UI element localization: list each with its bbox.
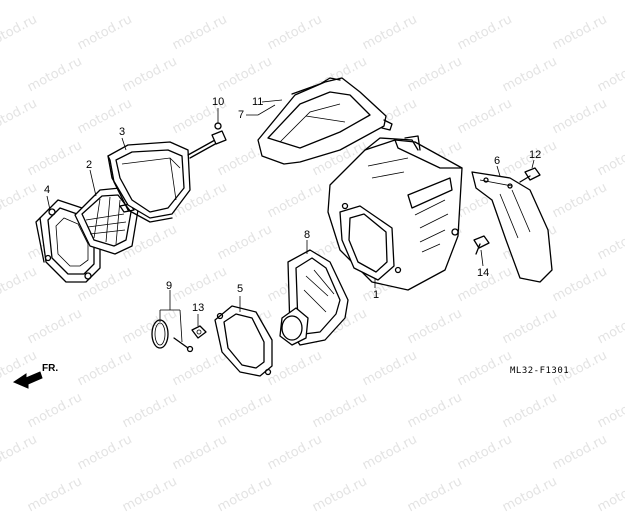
watermark-text: motod.ru [595,474,625,515]
callout-4: 4 [44,184,51,196]
callout-1: 1 [373,289,380,301]
callout-10: 10 [212,96,225,108]
diagram-code: ML32-F1301 [510,366,570,376]
leader-lines [46,99,535,343]
watermark-text: motod.ru [120,474,180,515]
part-5-gasket [214,305,273,377]
part-6-splash-guard [471,171,553,283]
front-arrow-label: FR. [42,363,59,374]
part-9-clamp-band [151,319,194,353]
callout-13: 13 [192,302,205,314]
exploded-view-drawing [12,77,553,389]
part-7-inlet-duct [257,77,393,165]
callout-8: 8 [304,229,311,241]
front-arrow-icon [12,371,43,389]
callout-2: 2 [86,159,93,171]
callout-14: 14 [477,267,490,279]
callout-11: 11 [252,96,264,108]
callout-7: 7 [238,109,245,121]
callout-5: 5 [237,283,244,295]
callout-9: 9 [166,280,173,292]
watermark-text: motod.ru [500,474,560,515]
part-10-bolt [187,122,227,159]
part-1-air-cleaner-case [327,135,463,291]
part-14-screw [473,235,490,255]
watermark-text: motod.ru [215,474,275,515]
watermark-text: motod.ru [405,474,465,515]
parts-diagram: motod.ru motod.ru motod.ru motod.ru motod.ru… [0,12,625,515]
part-3-filter-frame [107,141,191,223]
part-8-connecting-tube [279,249,349,346]
part-13-nut [191,325,207,339]
callout-12: 12 [529,149,542,161]
callout-3: 3 [119,126,126,138]
watermark-text: motod.ru [310,474,370,515]
part-12-screw [519,167,541,183]
callout-6: 6 [494,155,501,167]
watermark-text: motod.ru [25,474,85,515]
part-2-filter-element [74,187,139,255]
